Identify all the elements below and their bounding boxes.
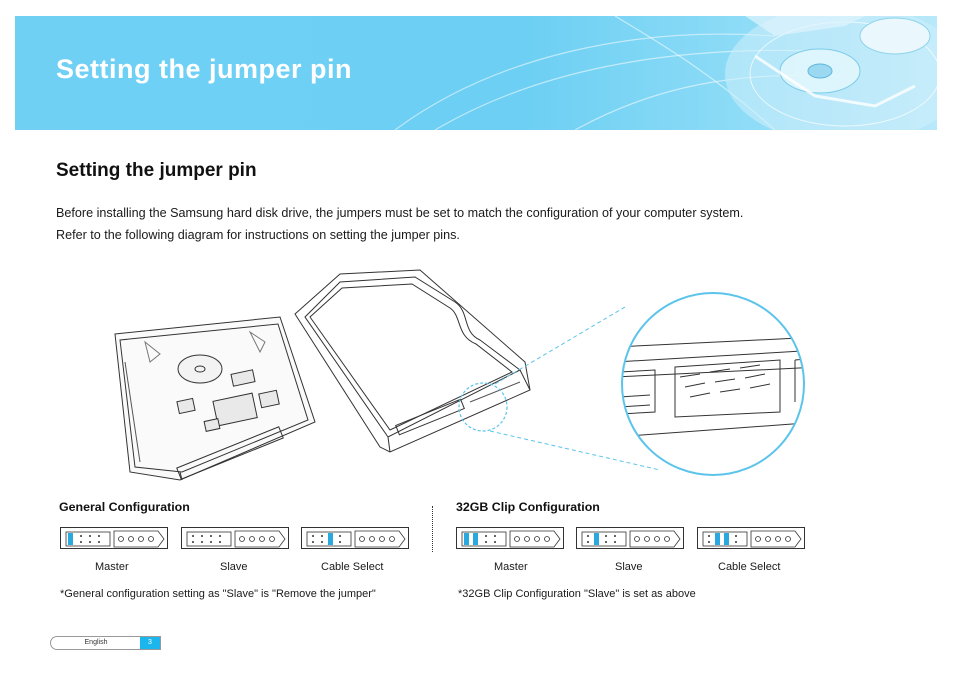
- header-banner: Setting the jumper pin: [15, 16, 937, 130]
- jumper-diagram-slave: [181, 527, 289, 549]
- disk-platter-graphic: [394, 16, 937, 130]
- intro-text: Before installing the Samsung hard disk …: [56, 202, 906, 246]
- clip-config-note: *32GB Clip Configuration "Slave" is set …: [458, 588, 696, 600]
- footer-page-number: 3: [140, 637, 160, 649]
- footer-language: English: [84, 639, 108, 646]
- clip-label-slave: Slave: [615, 561, 643, 573]
- intro-paragraph-1: Before installing the Samsung hard disk …: [56, 206, 744, 220]
- clip-label-master: Master: [494, 561, 528, 573]
- clip-jumper-diagram-master: [456, 527, 564, 549]
- clip-config-title: 32GB Clip Configuration: [456, 500, 600, 514]
- footer-page-tab: English 3: [50, 636, 161, 650]
- banner-title: Setting the jumper pin: [56, 54, 353, 84]
- general-label-cable-select: Cable Select: [321, 561, 384, 573]
- section-heading: Setting the jumper pin: [56, 160, 257, 181]
- clip-label-cable-select: Cable Select: [718, 561, 781, 573]
- hard-disk-drive-icon: [114, 269, 805, 481]
- general-label-slave: Slave: [220, 561, 248, 573]
- general-label-master: Master: [95, 561, 129, 573]
- general-config-note: *General configuration setting as "Slave…: [60, 588, 376, 600]
- clip-jumper-diagram-cable-select: [697, 527, 805, 549]
- jumper-diagram-cable-select: [301, 527, 409, 549]
- config-divider: [432, 506, 433, 552]
- general-config-title: General Configuration: [59, 500, 190, 514]
- magnifier-circle-icon: [621, 292, 805, 476]
- intro-paragraph-2: Refer to the following diagram for instr…: [56, 228, 460, 242]
- jumper-diagram-master: [60, 527, 168, 549]
- clip-jumper-diagram-slave: [576, 527, 684, 549]
